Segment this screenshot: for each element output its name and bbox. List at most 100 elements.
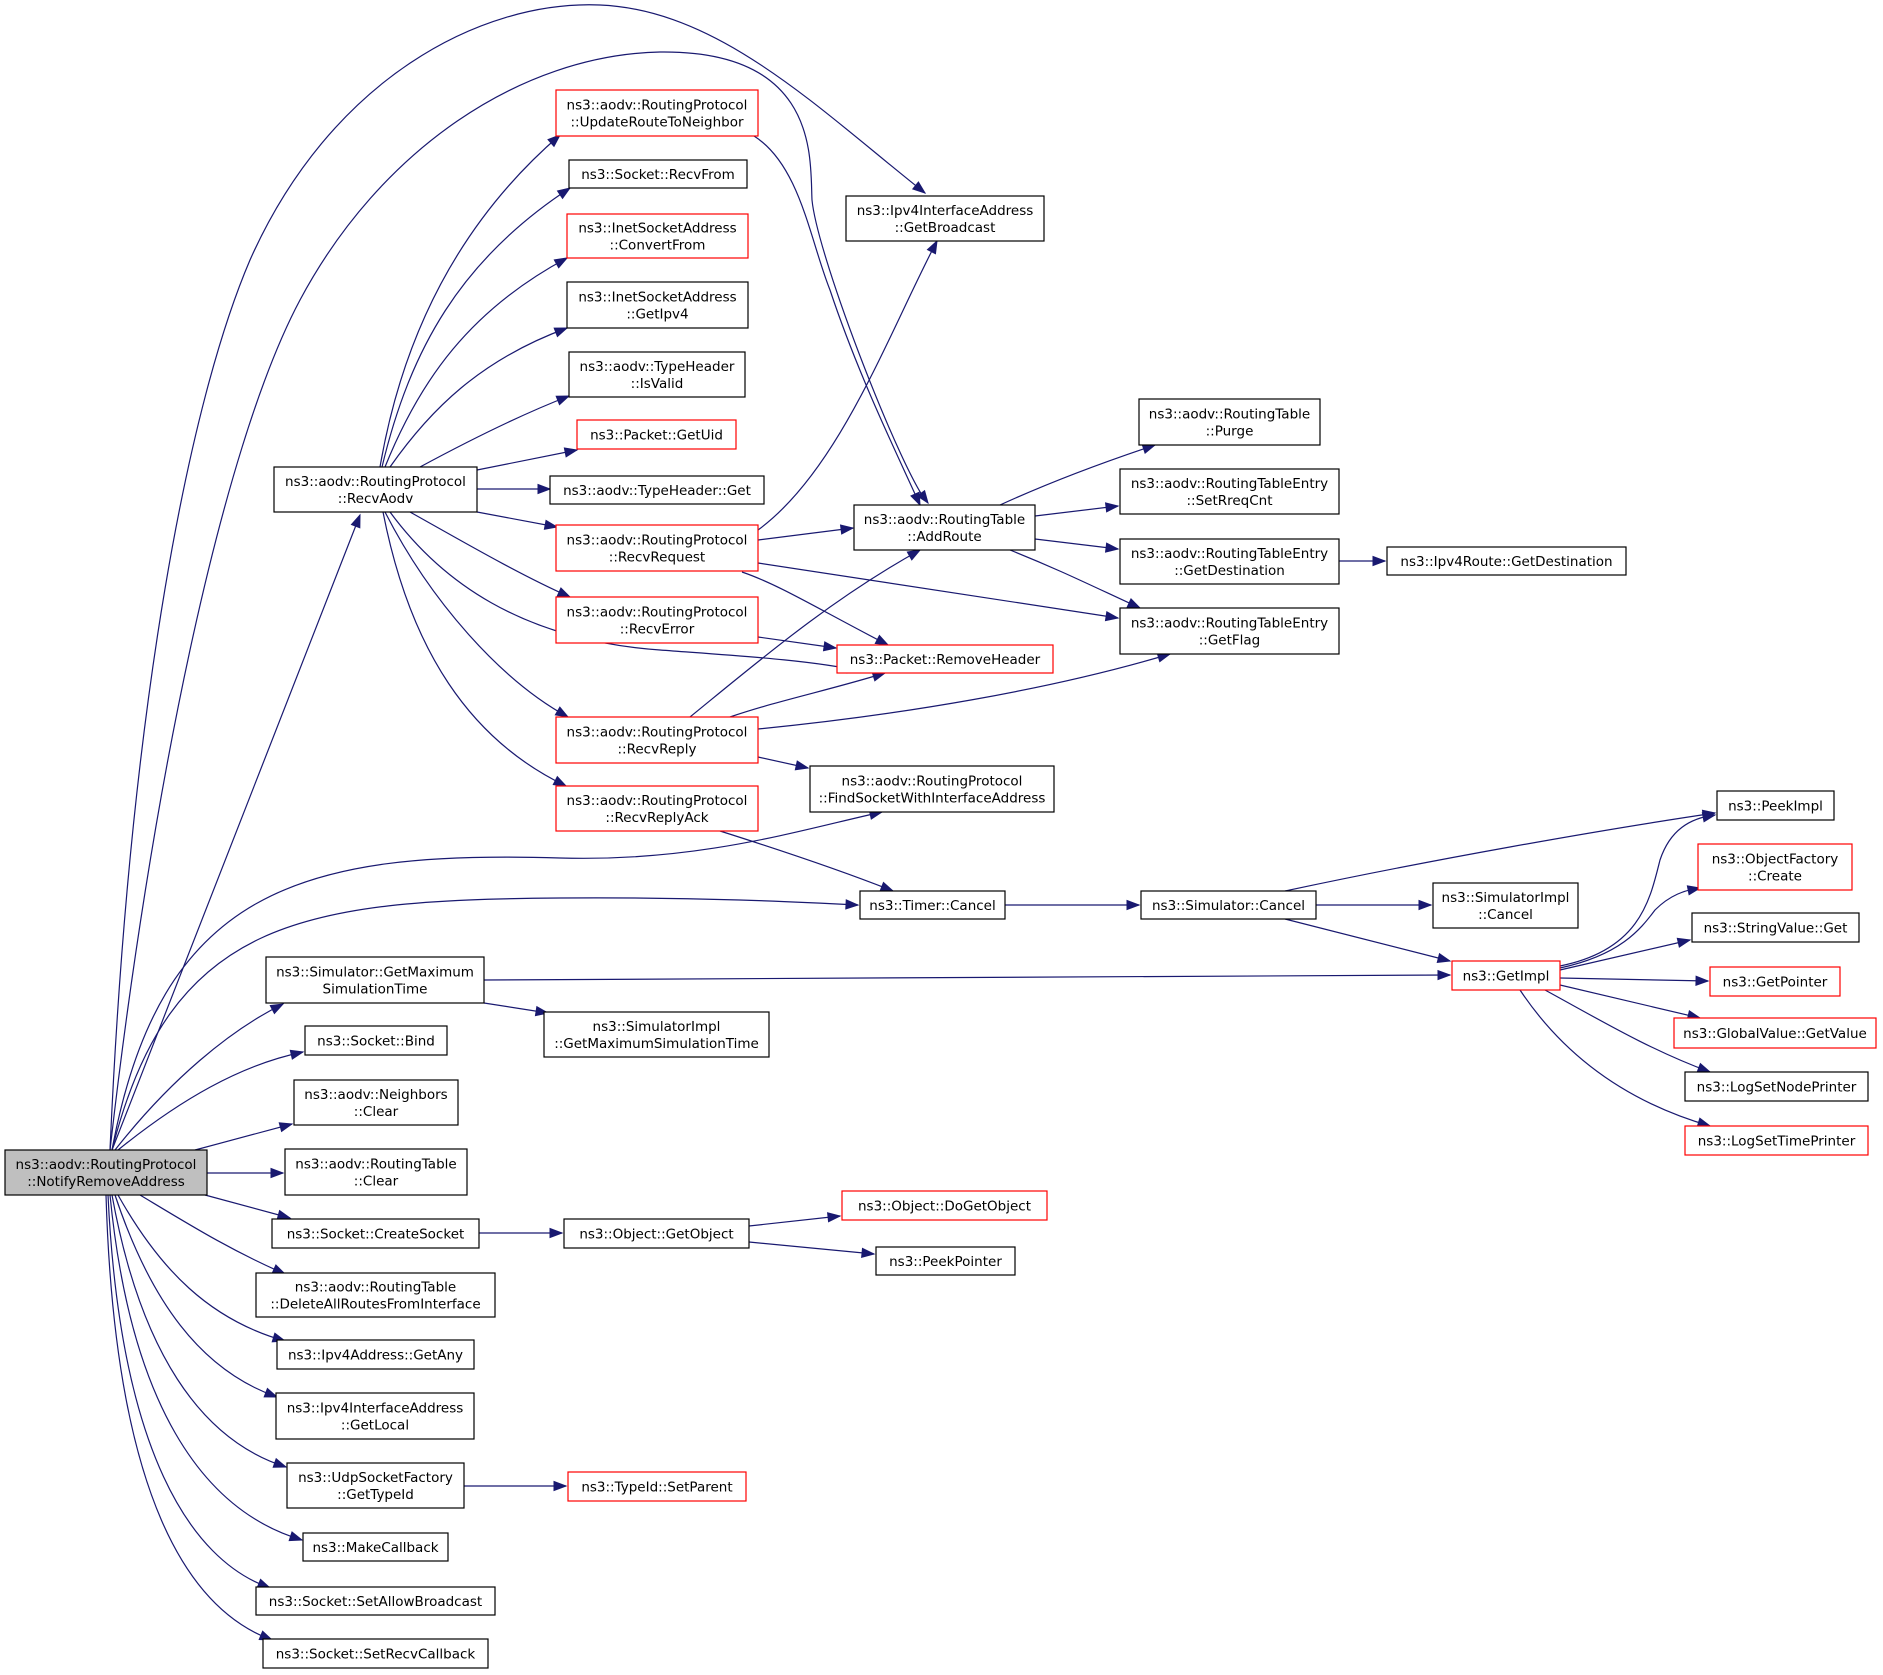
node-box[interactable]	[1684, 1125, 1869, 1156]
node-box[interactable]	[543, 1011, 770, 1058]
node-ipv4address-get-any[interactable]: ns3::Ipv4Address::GetAny	[276, 1339, 475, 1370]
node-box[interactable]	[271, 1218, 480, 1249]
node-box[interactable]	[293, 1079, 459, 1126]
node-simimpl-get-max-sim-time[interactable]: ns3::SimulatorImpl::GetMaximumSimulation…	[543, 1011, 770, 1058]
node-recv-reply-ack[interactable]: ns3::aodv::RoutingProtocol::RecvReplyAck	[555, 785, 759, 832]
node-box[interactable]	[4, 1149, 208, 1196]
node-inet-get-ipv4[interactable]: ns3::InetSocketAddress::GetIpv4	[566, 281, 749, 329]
node-object-do-get-object[interactable]: ns3::Object::DoGetObject	[841, 1190, 1048, 1221]
node-packet-get-uid[interactable]: ns3::Packet::GetUid	[576, 419, 737, 450]
node-socket-recv-from[interactable]: ns3::Socket::RecvFrom	[568, 159, 748, 189]
node-box[interactable]	[1451, 960, 1561, 991]
node-box[interactable]	[1138, 398, 1321, 446]
node-peek-pointer[interactable]: ns3::PeekPointer	[875, 1246, 1016, 1276]
node-remove-header[interactable]: ns3::Packet::RemoveHeader	[836, 644, 1054, 674]
node-typeheader-is-valid[interactable]: ns3::aodv::TypeHeader::IsValid	[568, 351, 746, 398]
node-set-recv-callback[interactable]: ns3::Socket::SetRecvCallback	[262, 1638, 489, 1669]
node-peek-impl[interactable]: ns3::PeekImpl	[1716, 790, 1835, 821]
node-box[interactable]	[1684, 1071, 1869, 1102]
node-box[interactable]	[265, 956, 485, 1004]
node-udp-get-type-id[interactable]: ns3::UdpSocketFactory::GetTypeId	[286, 1462, 465, 1509]
node-box[interactable]	[875, 1246, 1016, 1276]
node-simulatorimpl-cancel[interactable]: ns3::SimulatorImpl::Cancel	[1432, 882, 1579, 929]
node-box[interactable]	[566, 281, 749, 329]
node-object-get-object[interactable]: ns3::Object::GetObject	[563, 1218, 750, 1249]
node-simulator-cancel[interactable]: ns3::Simulator::Cancel	[1140, 890, 1317, 920]
node-ipv4route-get-destination[interactable]: ns3::Ipv4Route::GetDestination	[1386, 546, 1627, 576]
node-neighbors-clear[interactable]: ns3::aodv::Neighbors::Clear	[293, 1079, 459, 1126]
node-socket-bind[interactable]: ns3::Socket::Bind	[304, 1025, 448, 1056]
node-box[interactable]	[845, 195, 1045, 242]
node-global-value-get-value[interactable]: ns3::GlobalValue::GetValue	[1673, 1017, 1877, 1049]
node-get-pointer[interactable]: ns3::GetPointer	[1709, 966, 1841, 997]
node-box[interactable]	[262, 1638, 489, 1669]
node-recv-request[interactable]: ns3::aodv::RoutingProtocol::RecvRequest	[555, 524, 759, 572]
node-rte-set-rreq-cnt[interactable]: ns3::aodv::RoutingTableEntry::SetRreqCnt	[1119, 468, 1340, 515]
node-get-local[interactable]: ns3::Ipv4InterfaceAddress::GetLocal	[275, 1392, 475, 1440]
node-box[interactable]	[859, 890, 1006, 920]
node-box[interactable]	[568, 351, 746, 398]
node-inet-convert-from[interactable]: ns3::InetSocketAddress::ConvertFrom	[566, 213, 749, 259]
node-rte-get-destination[interactable]: ns3::aodv::RoutingTableEntry::GetDestina…	[1119, 538, 1340, 585]
node-object-factory-create[interactable]: ns3::ObjectFactory::Create	[1697, 843, 1853, 891]
node-get-broadcast[interactable]: ns3::Ipv4InterfaceAddress::GetBroadcast	[845, 195, 1045, 242]
node-set-allow-broadcast[interactable]: ns3::Socket::SetAllowBroadcast	[255, 1586, 496, 1616]
node-box[interactable]	[1119, 607, 1340, 655]
node-box[interactable]	[286, 1462, 465, 1509]
node-add-route[interactable]: ns3::aodv::RoutingTable::AddRoute	[853, 504, 1036, 551]
node-box[interactable]	[1386, 546, 1627, 576]
node-box[interactable]	[1691, 912, 1860, 943]
node-box[interactable]	[1673, 1017, 1877, 1049]
node-box[interactable]	[284, 1148, 468, 1196]
node-get-max-sim-time[interactable]: ns3::Simulator::GetMaximumSimulationTime	[265, 956, 485, 1004]
node-box[interactable]	[563, 1218, 750, 1249]
node-box[interactable]	[255, 1586, 496, 1616]
node-box[interactable]	[549, 475, 765, 505]
node-box[interactable]	[276, 1339, 475, 1370]
node-box[interactable]	[809, 765, 1055, 813]
node-log-set-time-printer[interactable]: ns3::LogSetTimePrinter	[1684, 1125, 1869, 1156]
node-box[interactable]	[566, 213, 749, 259]
node-box[interactable]	[555, 716, 759, 764]
node-box[interactable]	[1119, 538, 1340, 585]
node-box[interactable]	[304, 1025, 448, 1056]
node-typeid-set-parent[interactable]: ns3::TypeId::SetParent	[567, 1471, 747, 1502]
node-recv-aodv[interactable]: ns3::aodv::RoutingProtocol::RecvAodv	[273, 466, 478, 513]
node-box[interactable]	[275, 1392, 475, 1440]
node-recv-error[interactable]: ns3::aodv::RoutingProtocol::RecvError	[555, 596, 759, 644]
node-timer-cancel[interactable]: ns3::Timer::Cancel	[859, 890, 1006, 920]
node-update-route-to-neighbor[interactable]: ns3::aodv::RoutingProtocol::UpdateRouteT…	[555, 89, 759, 137]
node-delete-all-routes[interactable]: ns3::aodv::RoutingTable::DeleteAllRoutes…	[255, 1272, 496, 1318]
node-typeheader-get[interactable]: ns3::aodv::TypeHeader::Get	[549, 475, 765, 505]
node-rt-purge[interactable]: ns3::aodv::RoutingTable::Purge	[1138, 398, 1321, 446]
node-make-callback[interactable]: ns3::MakeCallback	[302, 1532, 449, 1562]
node-box[interactable]	[1140, 890, 1317, 920]
node-box[interactable]	[555, 89, 759, 137]
node-box[interactable]	[853, 504, 1036, 551]
node-box[interactable]	[555, 524, 759, 572]
node-notify-remove-address[interactable]: ns3::aodv::RoutingProtocol::NotifyRemove…	[4, 1149, 208, 1196]
node-rte-get-flag[interactable]: ns3::aodv::RoutingTableEntry::GetFlag	[1119, 607, 1340, 655]
node-box[interactable]	[1119, 468, 1340, 515]
node-box[interactable]	[567, 1471, 747, 1502]
node-box[interactable]	[841, 1190, 1048, 1221]
node-box[interactable]	[555, 596, 759, 644]
node-find-socket[interactable]: ns3::aodv::RoutingProtocol::FindSocketWi…	[809, 765, 1055, 813]
node-create-socket[interactable]: ns3::Socket::CreateSocket	[271, 1218, 480, 1249]
node-get-impl[interactable]: ns3::GetImpl	[1451, 960, 1561, 991]
node-box[interactable]	[302, 1532, 449, 1562]
node-box[interactable]	[1716, 790, 1835, 821]
node-recv-reply[interactable]: ns3::aodv::RoutingProtocol::RecvReply	[555, 716, 759, 764]
node-box[interactable]	[273, 466, 478, 513]
node-box[interactable]	[1432, 882, 1579, 929]
node-box[interactable]	[568, 159, 748, 189]
node-box[interactable]	[1697, 843, 1853, 891]
node-box[interactable]	[555, 785, 759, 832]
node-box[interactable]	[255, 1272, 496, 1318]
node-box[interactable]	[1709, 966, 1841, 997]
node-log-set-node-printer[interactable]: ns3::LogSetNodePrinter	[1684, 1071, 1869, 1102]
node-box[interactable]	[576, 419, 737, 450]
node-box[interactable]	[836, 644, 1054, 674]
node-routing-table-clear[interactable]: ns3::aodv::RoutingTable::Clear	[284, 1148, 468, 1196]
node-string-value-get[interactable]: ns3::StringValue::Get	[1691, 912, 1860, 943]
